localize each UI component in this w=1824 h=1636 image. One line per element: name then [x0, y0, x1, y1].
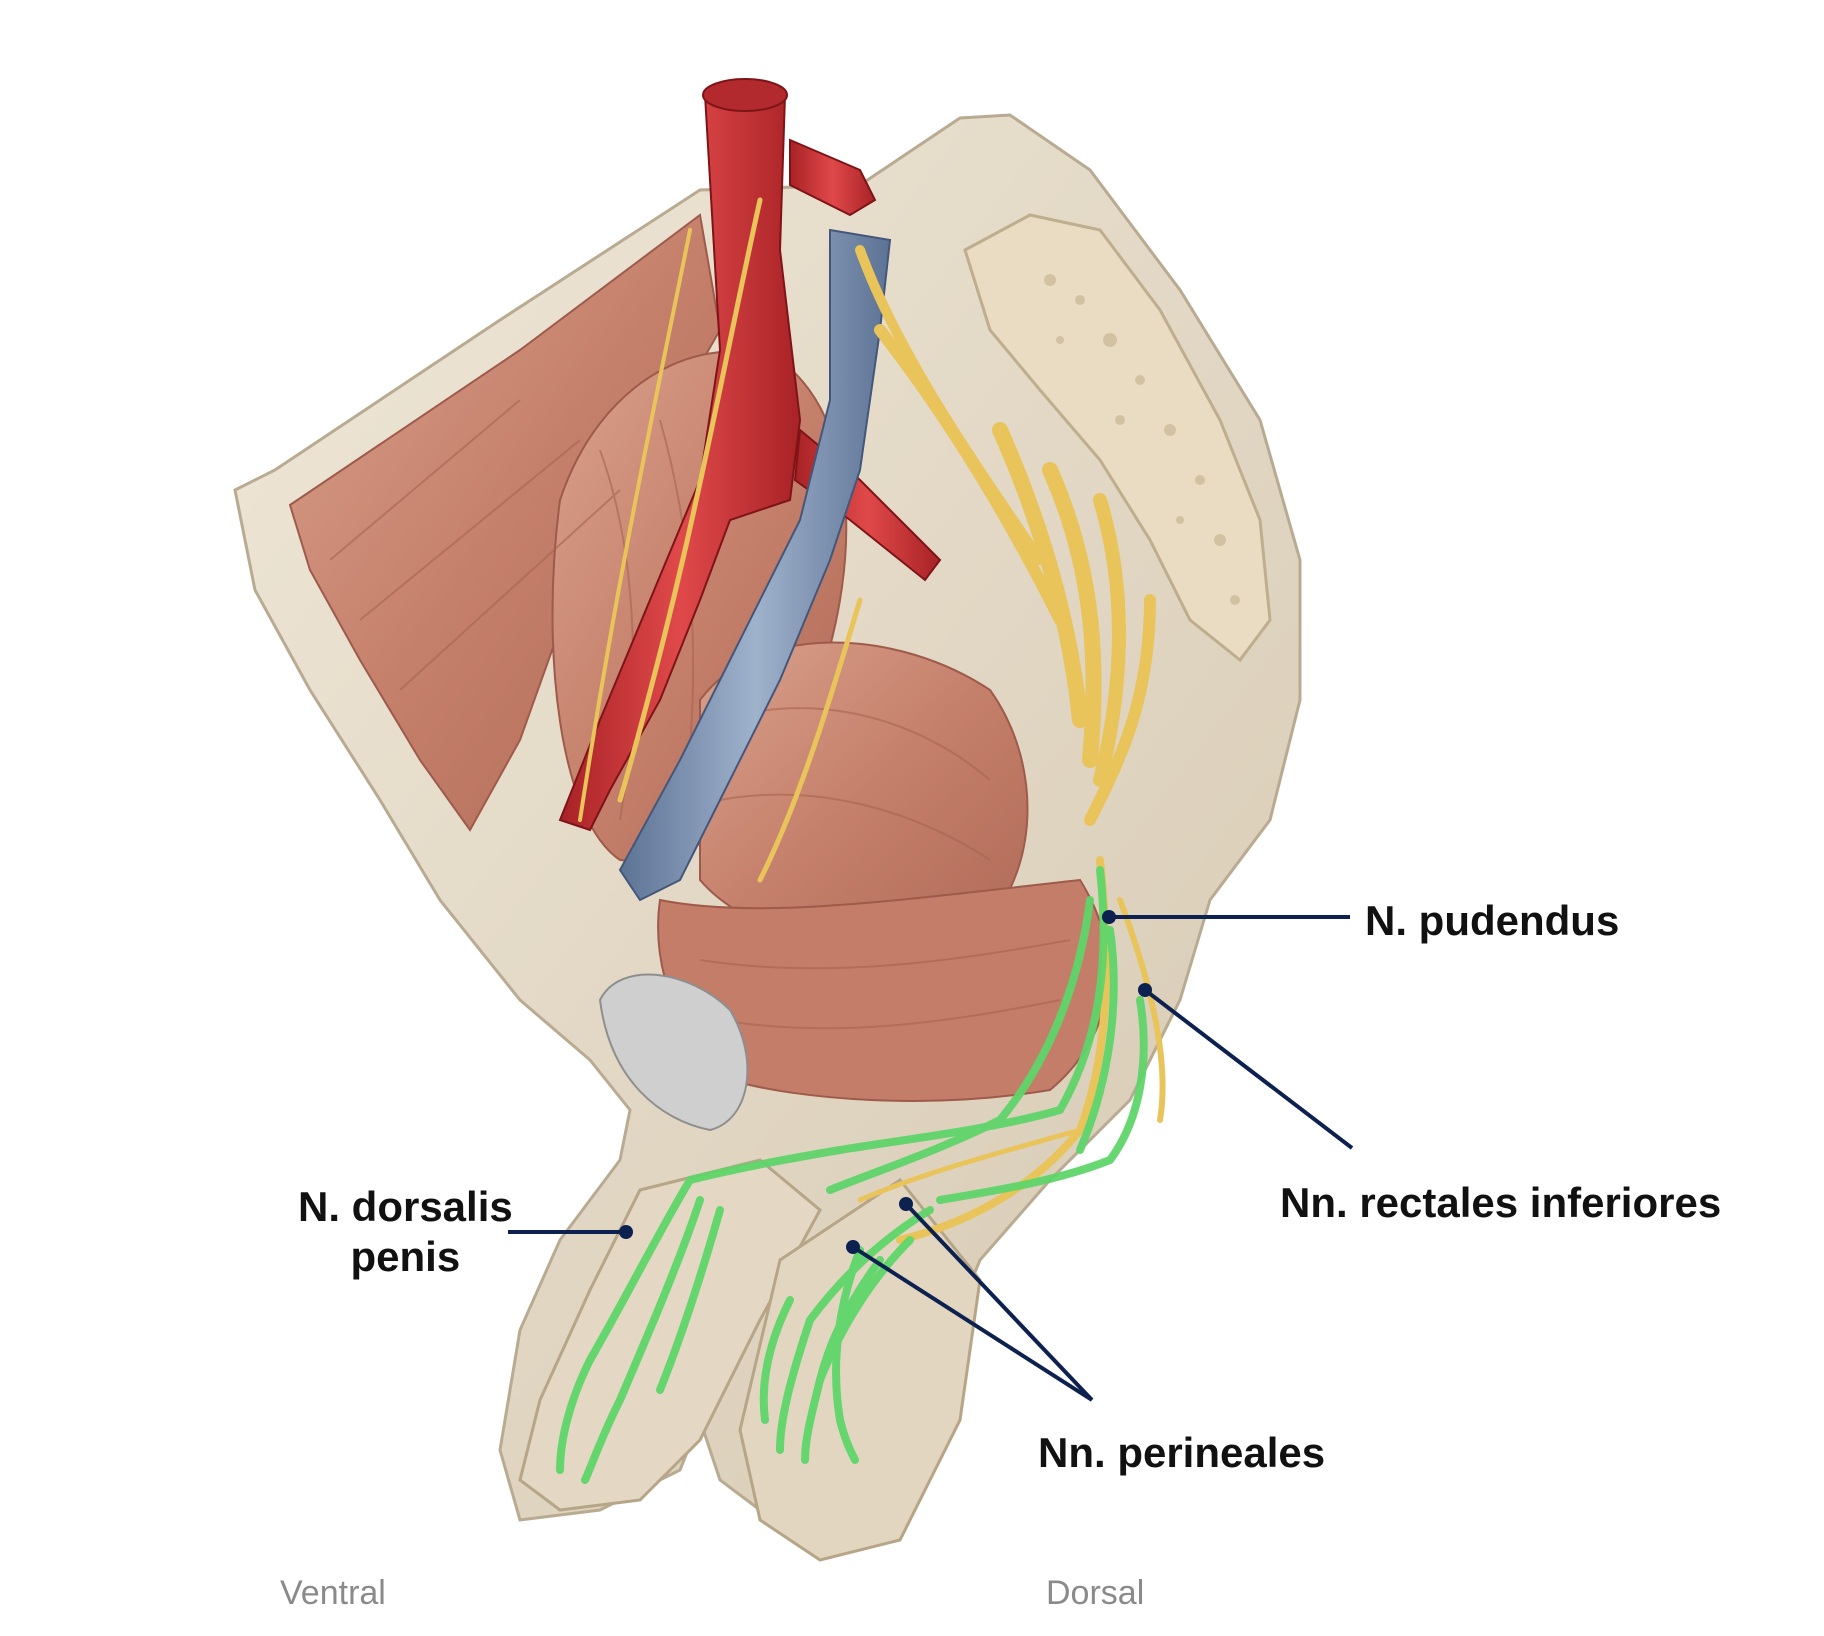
dot-perineales-b	[846, 1240, 860, 1254]
lateral-wall-muscle	[288, 213, 722, 832]
leader-dots	[619, 910, 1152, 1254]
dot-rectales	[1138, 983, 1152, 997]
orientation-ventral: Ventral	[280, 1574, 386, 1612]
penis-shaft	[518, 1158, 822, 1512]
dot-dorsalis	[619, 1225, 633, 1239]
iliac-vein	[618, 228, 892, 902]
sacrum	[963, 213, 1272, 663]
external-iliac-branch	[789, 138, 877, 217]
label-n-dorsalis-penis-line1: N. dorsalis	[298, 1183, 513, 1230]
label-n-pudendus: N. pudendus	[1365, 897, 1620, 944]
label-nn-rectales-inferiores: Nn. rectales inferiores	[1280, 1179, 1722, 1226]
aorta-opening	[702, 78, 788, 112]
label-n-dorsalis-penis-line2: penis	[350, 1232, 461, 1280]
leader-lines	[508, 915, 1354, 1402]
leader-perineales-a	[904, 1202, 1094, 1402]
sacral-plexus	[578, 197, 1156, 883]
pubic-symphysis	[598, 973, 749, 1132]
dot-perineales-a	[899, 1197, 913, 1211]
bone-texture	[1044, 274, 1240, 605]
label-n-dorsalis-penis: N. dorsalis penis	[298, 1182, 513, 1281]
orientation-dorsal: Dorsal	[1046, 1574, 1145, 1612]
leader-rectales	[1143, 988, 1354, 1150]
label-nn-perineales: Nn. perineales	[1038, 1429, 1326, 1476]
highlighted-nerves	[556, 866, 1148, 1484]
dot-pudendus	[1102, 910, 1116, 924]
leader-perineales-b	[851, 1245, 1094, 1402]
